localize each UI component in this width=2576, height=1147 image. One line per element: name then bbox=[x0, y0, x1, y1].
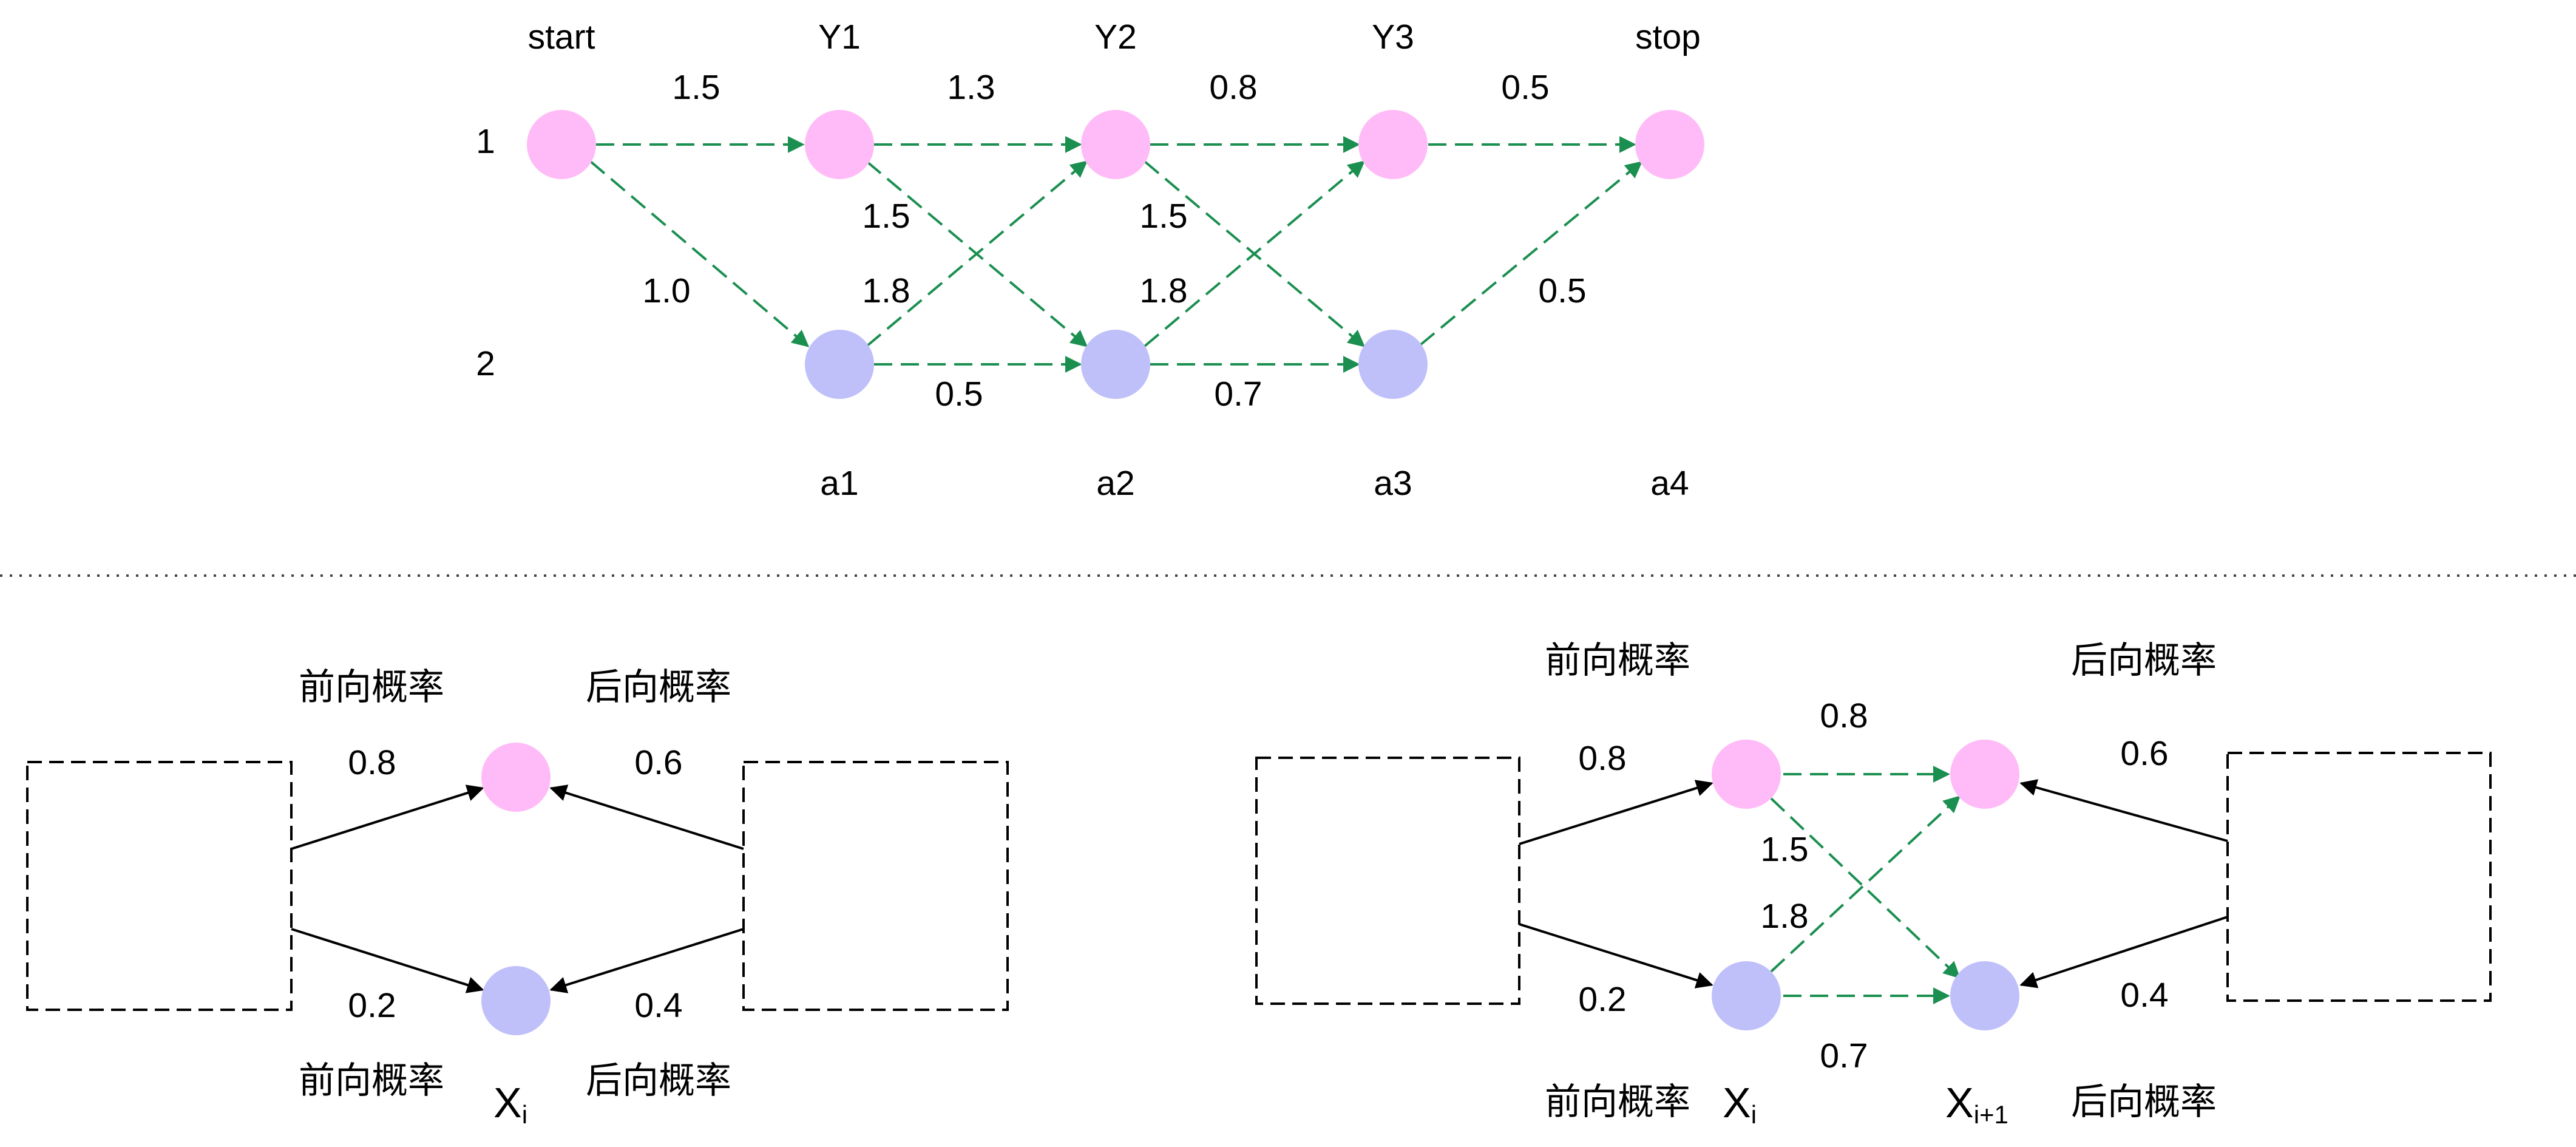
node-xi-state2 bbox=[481, 966, 551, 1035]
weight-y1row1-y2row2: 1.5 bbox=[862, 197, 910, 236]
step-label-a2: a2 bbox=[1096, 464, 1134, 503]
weight-xi-top-to-xi1-top: 0.8 bbox=[1820, 696, 1868, 735]
column-label-y2: Y2 bbox=[1094, 18, 1137, 56]
weight-forward-top-right: 0.8 bbox=[1578, 739, 1626, 778]
node-label-xi: Xi bbox=[493, 1079, 527, 1129]
node-label-xi1: Xi+1 bbox=[1945, 1079, 2008, 1129]
weight-forward-bottom-right: 0.2 bbox=[1578, 980, 1626, 1019]
weight-xi-bottom-to-xi1-bottom: 0.7 bbox=[1820, 1036, 1868, 1075]
weight-y1-y2-row2: 0.5 bbox=[935, 375, 983, 414]
edge-weights: 1.5 1.3 0.8 0.5 1.0 1.5 1.8 1.5 1.8 0.5 … bbox=[642, 68, 1586, 414]
label-backward-prob-bottom-right: 后向概率 bbox=[2071, 1081, 2217, 1122]
node-xi-right-state1 bbox=[1712, 740, 1781, 809]
weight-y2row1-y3row2: 1.5 bbox=[1139, 197, 1187, 236]
column-label-y1: Y1 bbox=[818, 18, 861, 56]
step-label-a1: a1 bbox=[820, 464, 858, 503]
forward-box-right bbox=[1255, 757, 1520, 1005]
row-label-1: 1 bbox=[476, 122, 495, 161]
trellis-nodes bbox=[527, 110, 1704, 399]
node-start-row1 bbox=[527, 110, 596, 179]
label-forward-prob-bottom-right: 前向概率 bbox=[1545, 1081, 1690, 1122]
node-label-xi-main: X bbox=[493, 1079, 522, 1126]
label-backward-prob-bottom: 后向概率 bbox=[586, 1060, 731, 1101]
label-forward-prob-top-right: 前向概率 bbox=[1545, 640, 1690, 681]
two-node-panel: 前向概率 后向概率 前向概率 后向概率 0.8 0.2 0.6 0.4 0.8 … bbox=[1255, 640, 2492, 1129]
weight-backward-bottom-right: 0.4 bbox=[2120, 976, 2168, 1015]
edge-backward-to-top bbox=[549, 785, 744, 850]
node-label-xi-right-sub: i bbox=[1751, 1100, 1757, 1129]
node-y1-row2 bbox=[805, 330, 874, 399]
trellis-graph: start Y1 Y2 Y3 stop 1 2 a1 a2 a3 a4 1.5 … bbox=[476, 18, 1704, 503]
edge-forward-to-top bbox=[291, 785, 484, 850]
weight-y2row2-y3row1: 1.8 bbox=[1139, 271, 1187, 310]
node-label-xi1-main: X bbox=[1945, 1079, 1974, 1126]
trellis-edges bbox=[589, 136, 1643, 373]
node-label-xi-sub: i bbox=[522, 1100, 527, 1129]
edge-xi-top-to-xi1-bottom bbox=[1770, 797, 1961, 979]
step-labels: a1 a2 a3 a4 bbox=[820, 464, 1689, 503]
weight-y3-stop-row1: 0.5 bbox=[1501, 68, 1549, 107]
weight-forward-top: 0.8 bbox=[348, 743, 396, 782]
weight-start-y1-row1: 1.5 bbox=[672, 68, 720, 107]
column-label-y3: Y3 bbox=[1372, 18, 1414, 56]
row-label-2: 2 bbox=[476, 344, 495, 383]
node-xi-right-state2 bbox=[1712, 961, 1781, 1030]
weight-y2-y3-row2: 0.7 bbox=[1214, 375, 1262, 414]
weight-backward-top: 0.6 bbox=[634, 743, 682, 782]
node-xi1-state2 bbox=[1950, 961, 2019, 1030]
edge-forward-to-xi-top bbox=[1519, 780, 1713, 845]
edge-y2row2-y3row1 bbox=[1144, 160, 1366, 347]
step-label-a3: a3 bbox=[1374, 464, 1412, 503]
label-forward-prob-bottom: 前向概率 bbox=[299, 1060, 444, 1101]
backward-box-right bbox=[2226, 752, 2492, 1002]
weight-backward-bottom: 0.4 bbox=[634, 986, 682, 1025]
edge-backward-to-bottom bbox=[549, 928, 744, 993]
weight-xi-top-to-xi1-bottom: 1.5 bbox=[1760, 830, 1808, 869]
edge-forward-to-bottom bbox=[291, 928, 484, 993]
edge-y1row2-y2row1 bbox=[866, 160, 1088, 347]
node-y2-row1 bbox=[1081, 110, 1150, 179]
edge-y3row2-stop bbox=[1419, 161, 1643, 346]
edge-xi-bottom-to-xi1-top bbox=[1770, 795, 1961, 973]
weight-backward-top-right: 0.6 bbox=[2120, 734, 2168, 773]
node-y2-row2 bbox=[1081, 330, 1150, 399]
edge-forward-to-xi-bottom bbox=[1519, 923, 1713, 989]
weight-y1-y2-row1: 1.3 bbox=[947, 68, 995, 107]
node-y3-row2 bbox=[1358, 330, 1428, 399]
node-stop-row1 bbox=[1635, 110, 1704, 179]
weight-y3row2-stop: 0.5 bbox=[1538, 271, 1586, 310]
weight-start-y1-row2: 1.0 bbox=[642, 271, 690, 310]
node-label-xi-right-main: X bbox=[1723, 1079, 1751, 1126]
node-label-xi1-sub: i+1 bbox=[1974, 1100, 2008, 1129]
weight-y2-y3-row1: 0.8 bbox=[1209, 68, 1257, 107]
weight-forward-bottom: 0.2 bbox=[348, 986, 396, 1025]
node-y3-row1 bbox=[1358, 110, 1428, 179]
node-label-xi-right: Xi bbox=[1723, 1079, 1757, 1129]
node-y1-row1 bbox=[805, 110, 874, 179]
column-headers: start Y1 Y2 Y3 stop bbox=[528, 18, 1701, 56]
column-label-stop: stop bbox=[1635, 18, 1701, 56]
edge-backward-to-xi1-top bbox=[2019, 779, 2228, 842]
label-forward-prob-top: 前向概率 bbox=[299, 667, 444, 707]
weight-xi-bottom-to-xi1-top: 1.8 bbox=[1760, 897, 1808, 936]
edge-start-y1-row2 bbox=[589, 160, 810, 347]
column-label-start: start bbox=[528, 18, 595, 56]
edge-backward-to-xi1-bottom bbox=[2019, 916, 2228, 989]
row-labels: 1 2 bbox=[476, 122, 495, 383]
forward-box bbox=[26, 761, 293, 1011]
step-label-a4: a4 bbox=[1650, 464, 1689, 503]
label-backward-prob-top-right: 后向概率 bbox=[2071, 640, 2217, 681]
weight-y1row2-y2row1: 1.8 bbox=[862, 271, 910, 310]
backward-box bbox=[742, 761, 1009, 1011]
label-backward-prob-top: 后向概率 bbox=[586, 667, 731, 707]
single-node-panel: 前向概率 后向概率 前向概率 后向概率 0.8 0.2 0.6 0.4 Xi bbox=[26, 667, 1009, 1129]
node-xi1-state1 bbox=[1950, 740, 2019, 809]
node-xi-state1 bbox=[481, 743, 551, 812]
